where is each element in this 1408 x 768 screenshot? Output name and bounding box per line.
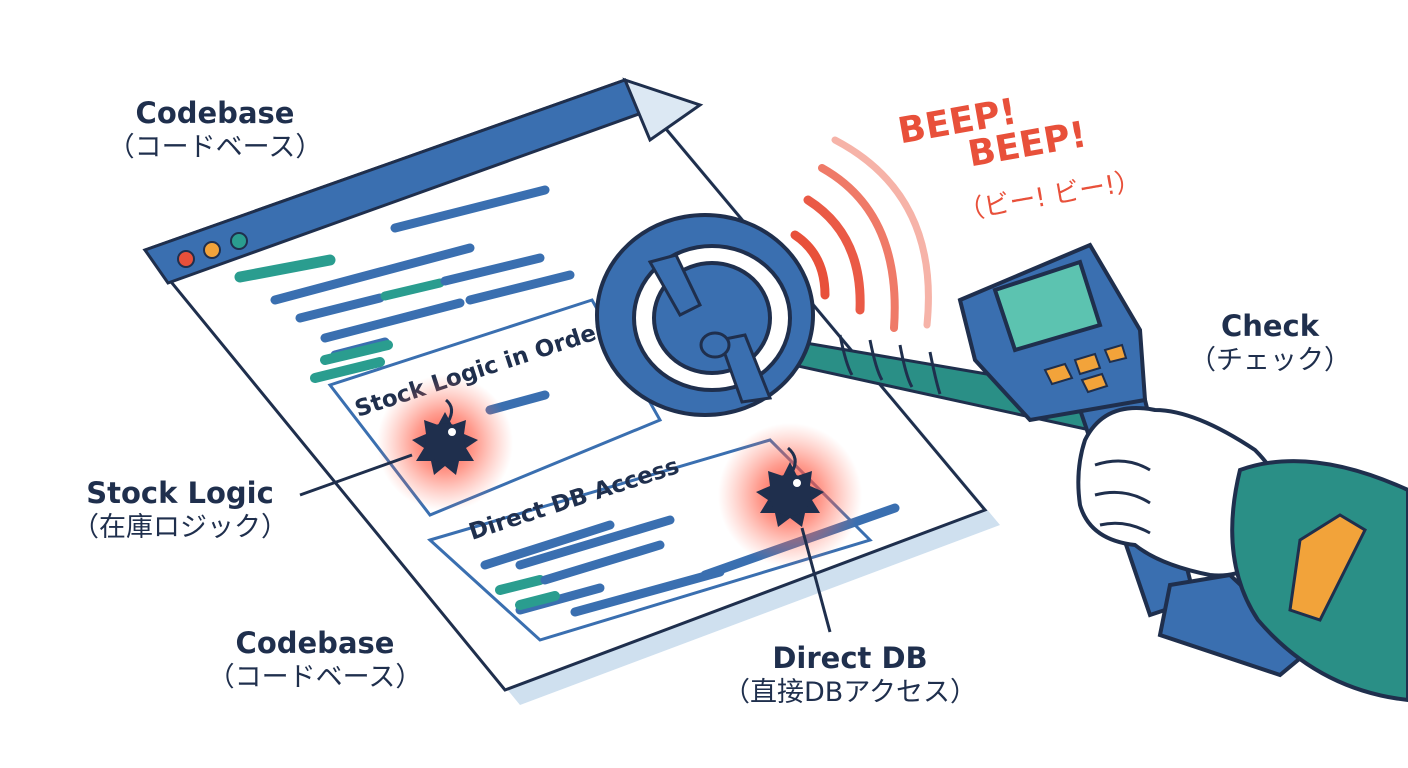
label-stock-logic-jp: （在庫ロジック） (72, 512, 288, 544)
signal-waves-icon (790, 136, 932, 332)
label-direct-db-en: Direct DB (772, 641, 928, 675)
label-direct-db-jp: （直接DBアクセス） (723, 677, 977, 709)
close-dot-icon (177, 250, 195, 268)
detector-screen (992, 259, 1103, 353)
leader-direct-db (800, 527, 832, 633)
label-check: Check （チェック） (1170, 308, 1370, 378)
label-codebase-top-en: Codebase (135, 96, 295, 130)
codebase-window: Stock Logic in Order Direct DB Access (142, 77, 1000, 705)
maximize-dot-icon (230, 232, 248, 250)
bomb-bug-stock-icon (377, 375, 513, 511)
label-codebase-bottom-jp: （コードベース） (207, 662, 423, 694)
label-check-en: Check (1220, 309, 1320, 343)
minimize-dot-icon (203, 241, 221, 259)
label-codebase-bottom: Codebase （コードベース） (195, 625, 435, 695)
label-codebase-top: Codebase （コードベース） (95, 95, 335, 165)
label-direct-db: Direct DB （直接DBアクセス） (700, 640, 1000, 710)
label-codebase-bottom-en: Codebase (235, 626, 395, 660)
label-check-jp: （チェック） (1189, 345, 1351, 377)
label-stock-logic-en: Stock Logic (86, 476, 274, 510)
folded-corner (622, 77, 704, 143)
bomb-bug-db-icon (718, 423, 862, 567)
code-lines-top (234, 185, 575, 383)
sleeve-icon (1230, 459, 1408, 703)
label-stock-logic: Stock Logic （在庫ロジック） (55, 475, 305, 545)
label-codebase-top-jp: （コードベース） (107, 132, 323, 164)
leader-stock-logic (299, 453, 413, 497)
